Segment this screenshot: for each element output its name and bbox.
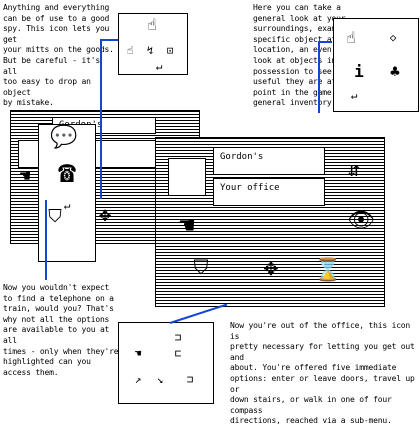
front-room-box: Your office — [213, 178, 325, 206]
connector-line — [100, 39, 102, 199]
front-hand-icon[interactable]: ☚ — [179, 211, 195, 241]
look-submenu-panel: ☝ ◇ i ♣ ↵ — [333, 18, 419, 112]
back-shield-icon[interactable]: ⛉ — [48, 206, 62, 227]
stairs-up-icon[interactable]: ↗ — [134, 373, 142, 386]
move-submenu-panel: ⊐ ☚ ⊏ ↗ ↘ ⊐ — [118, 322, 214, 404]
take-submenu-panel: ☝ ☝ ↯ ⊡ ↵ — [118, 13, 188, 75]
paragraph-telephone-note: Now you wouldn't expect to find a teleph… — [3, 283, 119, 377]
lamp-icon[interactable]: ♣ — [390, 62, 400, 81]
speech-bubble-icon: 💬 — [50, 125, 78, 150]
connector-line — [100, 39, 118, 41]
door-leave-icon[interactable]: ⊏ — [174, 347, 182, 360]
front-map-icon[interactable] — [168, 158, 206, 196]
give-icon[interactable]: ⊡ — [166, 44, 174, 57]
back-compass-icon[interactable]: ✥ — [98, 202, 112, 226]
eye-icon[interactable]: 👁 — [347, 208, 375, 233]
return-arrow-icon[interactable]: ↵ — [350, 89, 358, 102]
stairs-down-icon[interactable]: ↘ — [156, 373, 164, 386]
examine-icon[interactable]: ◇ — [389, 31, 397, 44]
back-hand-icon[interactable]: ☚ — [19, 166, 31, 187]
door-enter-icon[interactable]: ⊐ — [174, 331, 182, 344]
walk-hand-icon[interactable]: ☚ — [134, 347, 142, 360]
hand-take-icon[interactable]: ☝ — [126, 44, 134, 57]
connector-line — [318, 41, 320, 113]
hand-grab-icon[interactable]: ☝ — [147, 15, 157, 34]
front-location-box: Gordon's — [213, 147, 325, 175]
telephone-submenu-panel: 💬 ☎ ↵ — [38, 124, 96, 262]
connector-line — [45, 200, 47, 280]
hourglass-icon[interactable]: ⌛ — [314, 258, 342, 283]
drop-icon[interactable]: ↯ — [146, 44, 154, 57]
disk-icon[interactable]: ⇵ — [347, 157, 361, 181]
paragraph-move-icon: Now you're out of the office, this icon … — [230, 321, 415, 426]
return-arrow-icon[interactable]: ↵ — [155, 60, 163, 73]
compass-submenu-icon[interactable]: ⊐ — [186, 373, 194, 386]
look-hand-icon[interactable]: ☝ — [346, 28, 356, 47]
return-arrow-icon[interactable]: ↵ — [63, 199, 71, 212]
telephone-icon[interactable]: ☎ — [57, 155, 77, 190]
front-shield-icon[interactable]: ⛉ — [193, 255, 209, 279]
info-icon[interactable]: i — [354, 62, 364, 81]
front-compass-icon[interactable]: ✥ — [263, 253, 279, 281]
paragraph-take-icon: Anything and everything can be of use to… — [3, 3, 114, 108]
connector-line — [318, 41, 332, 43]
